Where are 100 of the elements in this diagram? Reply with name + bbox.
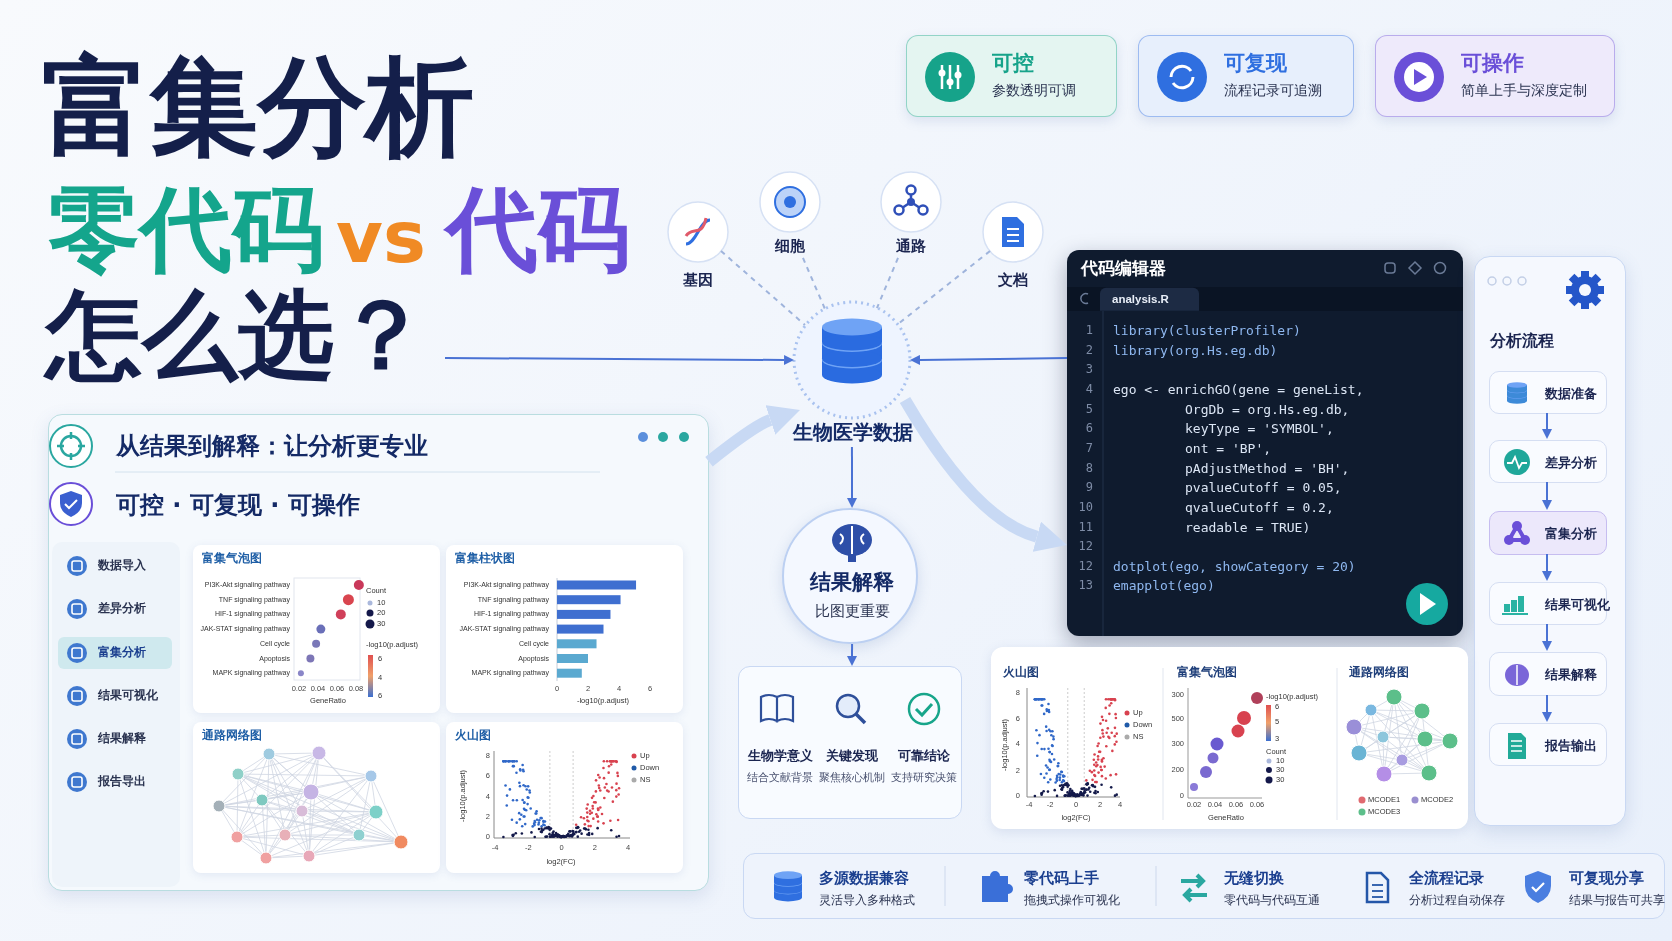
bar <box>557 580 637 590</box>
feature-title: 多源数据兼容 <box>819 869 909 887</box>
bar <box>557 668 582 678</box>
nav-label: 结果可视化 <box>98 689 158 703</box>
item-subtitle: 支持研究决策 <box>891 772 957 784</box>
step-card <box>1489 511 1607 555</box>
feature-card <box>1138 35 1354 117</box>
item-title: 关键发现 <box>826 748 878 764</box>
card-subtitle: 参数透明可调 <box>992 83 1076 99</box>
line-number: 9 <box>1085 481 1093 495</box>
headline: 零代码 <box>48 179 324 281</box>
feature-bar <box>743 853 1665 919</box>
step-label: 富集分析 <box>1545 527 1597 541</box>
line-number: 3 <box>1085 363 1093 377</box>
step-card <box>1489 652 1607 696</box>
feature-subtitle: 拖拽式操作可视化 <box>1024 893 1120 907</box>
nav-label: 数据导入 <box>98 559 146 573</box>
arrow <box>847 643 858 666</box>
chart-title: 火山图 <box>455 729 491 743</box>
code-line: emapplot(ego) <box>1113 579 1215 594</box>
chart-title: 富集气泡图 <box>1177 666 1237 680</box>
feature-title: 无缝切换 <box>1224 869 1284 887</box>
bar <box>557 609 611 619</box>
line-number: 5 <box>1085 403 1093 417</box>
panel-heading: 从结果到解释：让分析更专业 <box>116 432 428 460</box>
file-tab: analysis.R <box>1100 287 1199 311</box>
code-line: library(clusterProfiler) <box>1113 323 1301 339</box>
panel-title: 分析流程 <box>1490 332 1554 350</box>
code-line: pvalueCutoff = 0.05, <box>1185 481 1342 496</box>
flow-arrow <box>705 405 800 467</box>
chart-title: 通路网络图 <box>1349 666 1409 680</box>
node-title: 结果解释 <box>810 571 894 595</box>
bar <box>557 624 604 634</box>
window-title: 代码编辑器 <box>1081 258 1166 278</box>
feature-title: 全流程记录 <box>1409 869 1484 887</box>
bar <box>557 639 597 649</box>
icon-label: 文档 <box>998 271 1028 289</box>
line-number: 4 <box>1085 383 1093 397</box>
flow-arrow <box>899 396 1067 552</box>
title: 富集分析 <box>42 47 474 167</box>
nav-label: 富集分析 <box>98 646 146 660</box>
arrow <box>1542 623 1552 651</box>
step-label: 结果可视化 <box>1545 597 1610 612</box>
code-line: keyType = 'SYMBOL', <box>1185 422 1334 437</box>
nav-label: 差异分析 <box>98 602 146 616</box>
line-number: 2 <box>1085 344 1093 358</box>
line-number: 13 <box>1078 579 1093 594</box>
code-line: pAdjustMethod = 'BH', <box>1185 461 1350 476</box>
step-card <box>1489 371 1607 414</box>
step-card <box>1489 723 1607 766</box>
arrow <box>1542 694 1552 722</box>
feature-subtitle: 灵活导入多种格式 <box>819 893 915 907</box>
feature-subtitle: 零代码与代码互通 <box>1224 893 1320 907</box>
code-line: ont = 'BP', <box>1185 441 1272 457</box>
line-number: 11 <box>1078 520 1093 535</box>
line-number: 10 <box>1078 501 1093 515</box>
line-number: 8 <box>1085 461 1093 476</box>
item-title: 可靠结论 <box>898 748 950 764</box>
bar <box>557 595 621 605</box>
node-label: 生物医学数据 <box>792 421 913 443</box>
nav-label: 结果解释 <box>98 732 146 746</box>
code-editor-window <box>1067 250 1463 636</box>
arrow <box>910 354 1068 365</box>
code-line: dotplot(ego, showCategory = 20) <box>1113 559 1356 574</box>
icon-label: 基因 <box>683 271 713 289</box>
chart-title: 富集气泡图 <box>202 552 262 566</box>
dashed-line <box>802 257 826 310</box>
headline: vs <box>336 198 426 278</box>
feature-subtitle: 结果与报告可共享 <box>1569 893 1665 907</box>
line-number: 12 <box>1078 540 1093 554</box>
chart-title: 火山图 <box>1003 666 1039 680</box>
panel-subheading: 可控 · 可复现 · 可操作 <box>116 491 360 519</box>
code-line: qvalueCutoff = 0.2, <box>1185 500 1334 515</box>
node-subtitle: 比图更重要 <box>814 602 890 620</box>
code-line: ego <- enrichGO(gene = geneList, <box>1113 382 1364 398</box>
feature-title: 可复现分享 <box>1569 869 1644 887</box>
bar <box>557 654 588 663</box>
feature-subtitle: 分析过程自动保存 <box>1409 893 1505 907</box>
arrow <box>1542 412 1552 439</box>
step-label: 报告输出 <box>1545 738 1597 753</box>
step-card <box>1489 440 1607 483</box>
dashed-line <box>720 250 806 326</box>
item-subtitle: 聚焦核心机制 <box>819 772 885 784</box>
arrow <box>444 355 795 365</box>
chart-title: 通路网络图 <box>202 729 262 743</box>
step-label: 差异分析 <box>1545 455 1597 470</box>
feature-title: 零代码上手 <box>1024 869 1099 887</box>
dashed-line <box>875 257 899 310</box>
step-label: 数据准备 <box>1545 386 1597 401</box>
arrow <box>1542 481 1552 510</box>
chart-title: 富集柱状图 <box>455 552 515 566</box>
code-line: readable = TRUE) <box>1185 520 1311 535</box>
chart-card <box>193 545 440 713</box>
item-title: 生物学意义 <box>747 748 813 764</box>
code-line: OrgDb = org.Hs.eg.db, <box>1185 402 1350 417</box>
sidebar-panel <box>1474 256 1626 826</box>
chart-card <box>991 647 1468 829</box>
card-title: 可复现 <box>1224 52 1287 76</box>
code-line: library(org.Hs.eg.db) <box>1113 343 1278 358</box>
nav-label: 报告导出 <box>98 775 146 789</box>
